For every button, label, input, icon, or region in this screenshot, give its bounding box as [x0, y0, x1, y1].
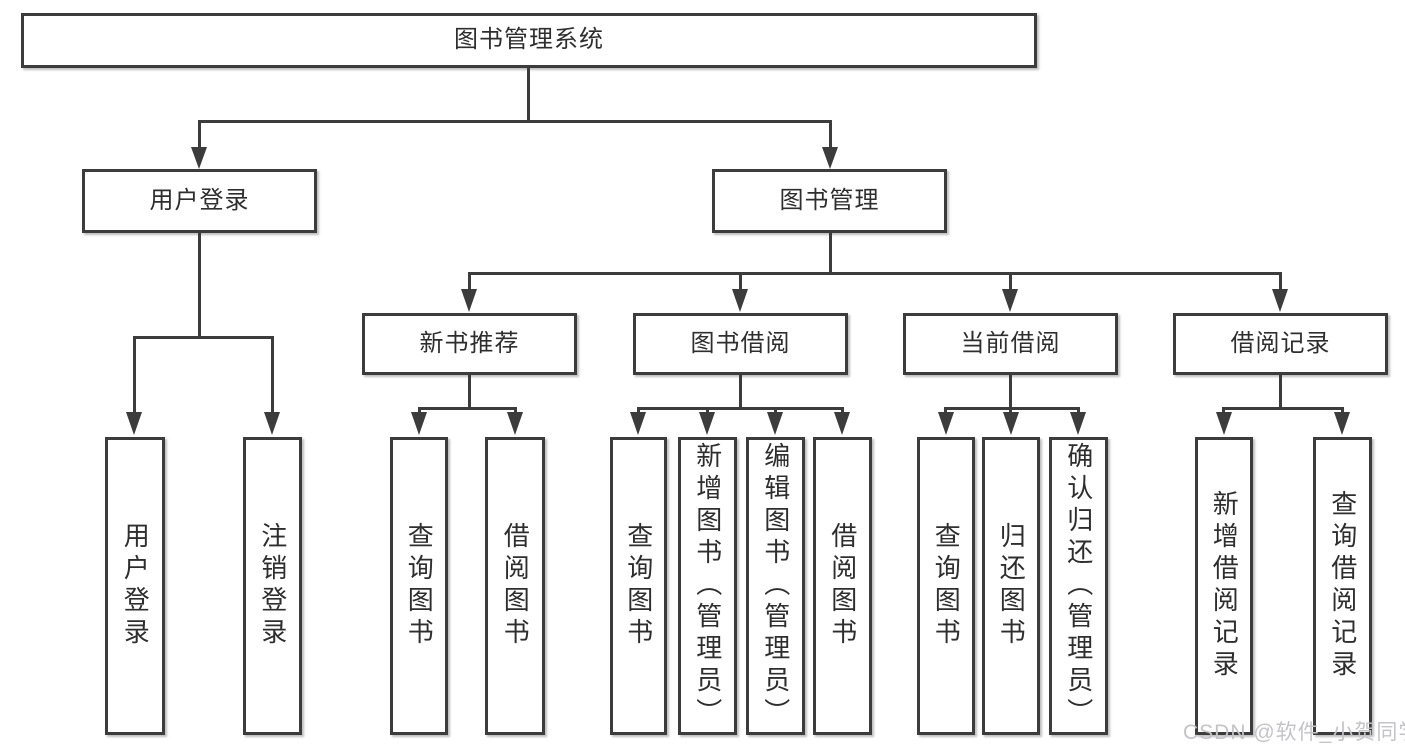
leaf-label: 用户登录 — [120, 522, 151, 650]
connector-stub-leaf — [841, 407, 844, 415]
leaf-user-login: 用户登录 — [105, 437, 165, 735]
connector-stub-book-borrow — [739, 272, 742, 291]
leaf-edit-books-admin: 编辑图书（管理员） — [746, 437, 805, 735]
connector-stub-leaf — [514, 407, 517, 415]
connector-new-book-horizontal — [418, 407, 517, 410]
arrowhead-down-icon — [507, 412, 523, 435]
arrowhead-down-icon — [699, 412, 715, 435]
arrowhead-down-icon — [732, 289, 748, 312]
connector-stub-borrow-records — [1279, 272, 1282, 291]
connector-stub-leaf-user-login — [133, 336, 136, 414]
arrowhead-down-icon — [822, 147, 838, 169]
node-book-borrow: 图书借阅 — [633, 313, 848, 375]
connector-book-management-vertical — [829, 233, 832, 274]
leaf-label: 查询图书 — [623, 522, 654, 650]
connector-stub-leaf — [1222, 407, 1225, 415]
connector-stub-user-login — [198, 120, 201, 148]
arrowhead-down-icon — [1003, 412, 1019, 435]
connector-stub-book-management — [829, 120, 832, 148]
node-root-label: 图书管理系统 — [454, 26, 604, 54]
connector-stub-leaf-logout — [271, 336, 274, 414]
node-new-book-recommend: 新书推荐 — [362, 313, 577, 375]
leaf-label: 编辑图书（管理员） — [760, 442, 791, 730]
connector-stub-leaf — [637, 407, 640, 415]
node-new-book-recommend-label: 新书推荐 — [419, 329, 520, 357]
node-current-borrow-label: 当前借阅 — [960, 329, 1061, 357]
connector-stub-leaf — [706, 407, 709, 415]
arrowhead-down-icon — [191, 147, 207, 169]
connector-stub-leaf — [418, 407, 421, 415]
leaf-label: 借阅图书 — [827, 522, 858, 650]
arrowhead-down-icon — [126, 412, 142, 435]
arrowhead-down-icon — [1334, 412, 1350, 435]
arrowhead-down-icon — [461, 289, 477, 312]
connector-stub-leaf — [1341, 407, 1344, 415]
leaf-label: 查询借阅记录 — [1327, 490, 1358, 682]
arrowhead-down-icon — [264, 412, 280, 435]
leaf-borrow-books: 借阅图书 — [813, 437, 872, 735]
leaf-query-borrow-record: 查询借阅记录 — [1313, 437, 1372, 735]
leaf-label: 注销登录 — [257, 522, 288, 650]
leaf-label: 归还图书 — [996, 522, 1027, 650]
node-book-management-label: 图书管理 — [779, 186, 880, 214]
leaf-add-borrow-record: 新增借阅记录 — [1195, 437, 1253, 735]
leaf-label: 新增图书（管理员） — [692, 442, 723, 730]
node-root-library-system: 图书管理系统 — [21, 13, 1037, 68]
connector-book-borrow-horizontal — [637, 407, 844, 410]
leaf-borrow-books-recommend: 借阅图书 — [485, 437, 545, 735]
leaf-confirm-return-admin: 确认归还（管理员） — [1049, 437, 1108, 735]
connector-user-login-horizontal — [133, 336, 274, 339]
node-current-borrow: 当前借阅 — [903, 313, 1118, 375]
node-book-management: 图书管理 — [712, 169, 947, 233]
connector-current-borrow-vertical — [1009, 375, 1012, 410]
leaf-label: 查询图书 — [931, 522, 962, 650]
leaf-query-books-borrow: 查询图书 — [610, 437, 667, 735]
connector-stub-leaf — [1077, 407, 1080, 415]
connector-user-login-vertical — [198, 233, 201, 338]
connector-level3-horizontal — [468, 272, 1282, 275]
connector-root-vertical — [527, 68, 530, 120]
csdn-watermark: CSDN @软件_小贺同学 — [1183, 721, 1405, 744]
arrowhead-down-icon — [411, 412, 427, 435]
node-borrow-records-label: 借阅记录 — [1230, 329, 1331, 357]
leaf-label: 新增借阅记录 — [1209, 490, 1240, 682]
arrowhead-down-icon — [1070, 412, 1086, 435]
leaf-add-books-admin: 新增图书（管理员） — [678, 437, 737, 735]
connector-level2-horizontal — [198, 120, 832, 123]
arrowhead-down-icon — [1216, 412, 1232, 435]
connector-stub-leaf — [944, 407, 947, 415]
arrowhead-down-icon — [630, 412, 646, 435]
connector-borrow-records-horizontal — [1222, 407, 1344, 410]
arrowhead-down-icon — [834, 412, 850, 435]
connector-stub-leaf — [774, 407, 777, 415]
connector-new-book-vertical — [468, 375, 471, 410]
connector-stub-new-book — [468, 272, 471, 291]
leaf-query-books-current: 查询图书 — [917, 437, 975, 735]
node-user-login: 用户登录 — [82, 169, 317, 233]
leaf-label: 确认归还（管理员） — [1063, 442, 1094, 730]
node-borrow-records: 借阅记录 — [1173, 313, 1388, 375]
arrowhead-down-icon — [1002, 289, 1018, 312]
node-user-login-label: 用户登录 — [149, 186, 250, 214]
node-book-borrow-label: 图书借阅 — [690, 329, 791, 357]
leaf-label: 查询图书 — [404, 522, 435, 650]
arrowhead-down-icon — [1272, 289, 1288, 312]
arrowhead-down-icon — [767, 412, 783, 435]
leaf-label: 借阅图书 — [500, 522, 531, 650]
connector-current-borrow-horizontal — [944, 407, 1080, 410]
leaf-logout: 注销登录 — [243, 437, 302, 735]
connector-stub-current-borrow — [1009, 272, 1012, 291]
leaf-query-books-recommend: 查询图书 — [390, 437, 448, 735]
connector-book-borrow-vertical — [739, 375, 742, 410]
connector-borrow-records-vertical — [1279, 375, 1282, 410]
arrowhead-down-icon — [938, 412, 954, 435]
connector-stub-leaf — [1009, 407, 1012, 415]
leaf-return-books: 归还图书 — [982, 437, 1040, 735]
